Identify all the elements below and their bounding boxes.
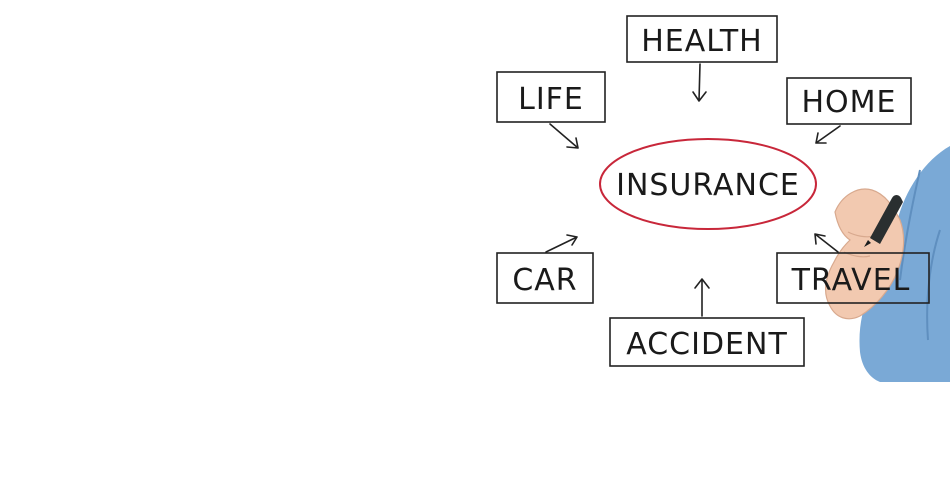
accident-box <box>609 317 805 367</box>
sleeve-fold <box>899 169 921 281</box>
node-health: HEALTH <box>626 15 778 102</box>
home-arrow <box>815 125 841 144</box>
health-box <box>626 15 778 63</box>
home-label: HOME <box>801 85 896 120</box>
life-box <box>496 71 606 123</box>
hand-with-marker-icon <box>825 146 950 382</box>
health-arrow <box>692 63 707 102</box>
home-box <box>786 77 912 125</box>
center-label: INSURANCE <box>616 168 800 203</box>
travel-label: TRAVEL <box>791 263 911 298</box>
node-home: HOME <box>786 77 912 144</box>
node-car: CAR <box>496 234 594 304</box>
life-arrow <box>549 123 579 149</box>
life-label: LIFE <box>518 82 584 117</box>
node-life: LIFE <box>496 71 606 149</box>
marker-tip <box>864 240 871 247</box>
car-arrow <box>545 234 578 253</box>
health-label: HEALTH <box>641 24 763 59</box>
center-ellipse <box>599 138 817 230</box>
travel-box <box>776 252 930 304</box>
car-label: CAR <box>512 263 577 298</box>
node-accident: ACCIDENT <box>609 278 805 367</box>
accident-label: ACCIDENT <box>626 327 788 362</box>
travel-arrow <box>814 233 839 253</box>
center-node: INSURANCE <box>599 138 817 230</box>
marker <box>870 195 903 244</box>
accident-arrow <box>694 278 710 317</box>
car-box <box>496 252 594 304</box>
node-travel: TRAVEL <box>776 233 930 304</box>
